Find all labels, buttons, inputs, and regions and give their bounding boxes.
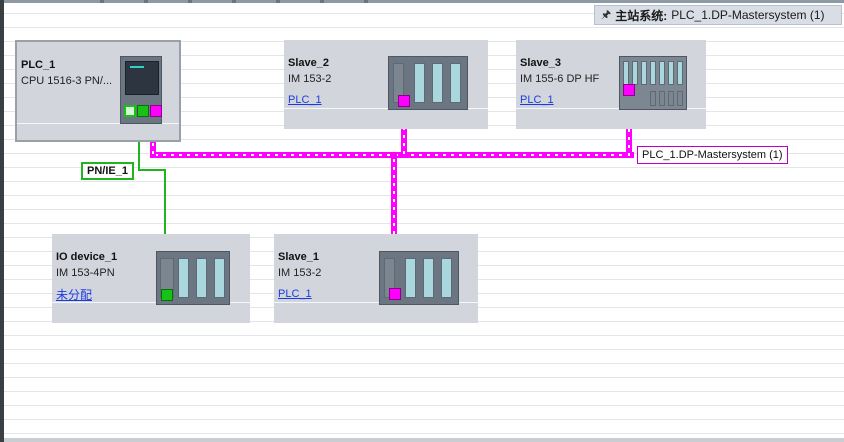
pin-icon[interactable]: 🖈	[601, 8, 612, 21]
rack-slot	[196, 258, 207, 298]
dp-drop-slave2[interactable]	[401, 106, 407, 156]
rack-slot	[623, 61, 629, 85]
left-window-edge	[0, 0, 4, 442]
device-assigned-controller-link[interactable]: PLC_1	[278, 288, 312, 300]
profinet-port-icon[interactable]	[124, 105, 136, 117]
profinet-port-icon[interactable]	[161, 289, 173, 301]
rack-slot	[178, 258, 189, 298]
device-type: IM 153-2	[278, 267, 322, 279]
rack-slot	[677, 91, 683, 106]
device-divider	[52, 302, 250, 303]
device-assigned-controller-link[interactable]: PLC_1	[520, 94, 554, 106]
device-type: IM 153-2	[288, 73, 332, 85]
rack-slot	[414, 63, 425, 103]
rack-slot	[641, 61, 647, 85]
rack-slot	[659, 61, 665, 85]
master-system-name: PLC_1.DP-Mastersystem (1)	[671, 8, 825, 22]
io-rack[interactable]	[619, 56, 687, 110]
rack-slot	[668, 61, 674, 85]
rack-slot	[668, 91, 674, 106]
device-type: CPU 1516-3 PN/...	[21, 75, 113, 87]
io-rack[interactable]	[156, 251, 230, 305]
profibus-port-icon[interactable]	[623, 84, 635, 96]
device-slave-2[interactable]: Slave_2 IM 153-2 PLC_1	[284, 40, 488, 129]
device-type: IM 153-4PN	[56, 267, 115, 279]
profibus-port-icon[interactable]	[389, 288, 401, 300]
device-name: Slave_1	[278, 251, 319, 263]
device-assigned-controller-link[interactable]: 未分配	[56, 288, 93, 302]
rack-slot	[450, 63, 461, 103]
device-assigned-controller-link[interactable]: PLC_1	[288, 94, 322, 106]
profinet-port-icon[interactable]	[137, 105, 149, 117]
device-divider	[284, 108, 488, 109]
master-system-indicator[interactable]: 🖈 主站系统: PLC_1.DP-Mastersystem (1)	[594, 5, 842, 25]
rack-slot	[677, 61, 683, 85]
device-slave-1[interactable]: Slave_1 IM 153-2 PLC_1	[274, 234, 478, 323]
rack-slot	[214, 258, 225, 298]
top-ruler	[4, 0, 844, 3]
rack-slot	[423, 258, 434, 298]
profibus-port-icon[interactable]	[150, 105, 162, 117]
rack-slot	[632, 61, 638, 85]
device-divider	[516, 108, 706, 109]
profibus-port-icon[interactable]	[398, 95, 410, 107]
bottom-scroll-edge	[4, 438, 844, 442]
dp-drop-slave1[interactable]	[391, 154, 397, 294]
cpu-display	[125, 61, 159, 95]
device-name: IO device_1	[56, 251, 118, 263]
rack-slot	[659, 91, 665, 106]
device-slave-3[interactable]: Slave_3 IM 155-6 DP HF PLC_1	[516, 40, 706, 129]
rack-slot	[441, 258, 452, 298]
device-divider	[17, 123, 179, 124]
device-name: Slave_3	[520, 57, 561, 69]
cpu-module[interactable]	[120, 56, 162, 124]
device-type: IM 155-6 DP HF	[520, 73, 600, 85]
dp-network-label[interactable]: PLC_1.DP-Mastersystem (1)	[637, 146, 788, 164]
device-name: Slave_2	[288, 57, 329, 69]
pn-network-label[interactable]: PN/IE_1	[81, 162, 134, 180]
device-io-device-1[interactable]: IO device_1 IM 153-4PN 未分配	[52, 234, 250, 323]
pn-line-horizontal[interactable]	[138, 169, 166, 171]
device-plc-1[interactable]: PLC_1 CPU 1516-3 PN/...	[15, 40, 181, 142]
pn-line-vertical-2[interactable]	[164, 169, 166, 295]
io-rack[interactable]	[379, 251, 459, 305]
device-divider	[274, 302, 478, 303]
rack-slot	[405, 258, 416, 298]
device-name: PLC_1	[21, 59, 56, 71]
rack-slot	[650, 91, 656, 106]
rack-slot	[650, 61, 656, 85]
io-rack[interactable]	[388, 56, 468, 110]
pn-line-vertical-1[interactable]	[138, 121, 140, 171]
rack-slot	[432, 63, 443, 103]
master-system-prefix: 主站系统:	[615, 8, 668, 23]
top-ruler-marks	[60, 0, 390, 3]
